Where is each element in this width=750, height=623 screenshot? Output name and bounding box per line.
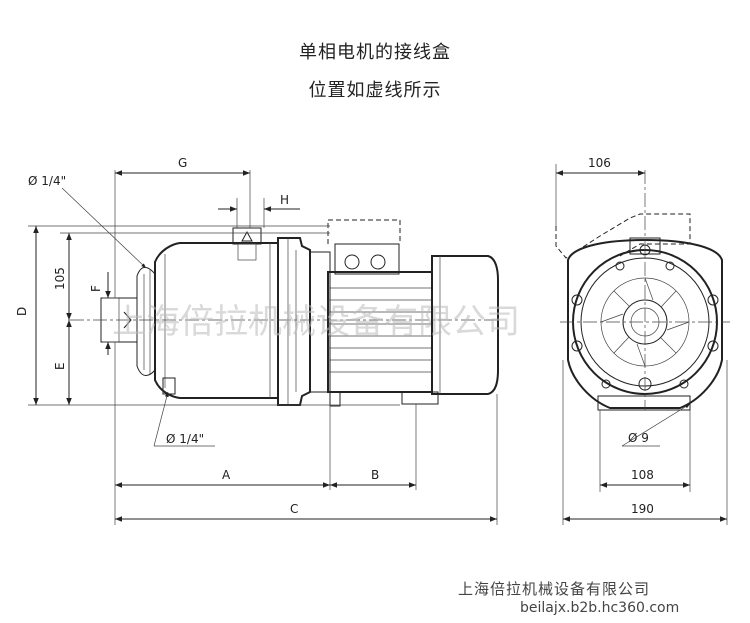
thread-top-label: Ø 1/4": [28, 174, 66, 188]
side-view-dimensions: G H D 105 E F Ø 1/4" Ø 1/4" A: [15, 156, 498, 525]
footer-url: beilajx.b2b.hc360.com: [520, 600, 680, 616]
front-view-dimensions: 106 Ø 9 108 190: [555, 156, 728, 525]
drawing-title-line2: 位置如虚线所示: [308, 80, 442, 101]
dim-105-label: 105: [53, 267, 67, 290]
dim-108-label: 108: [631, 468, 654, 482]
dim-190-label: 190: [631, 502, 654, 516]
dim-106-label: 106: [588, 156, 611, 170]
side-view: [70, 219, 500, 407]
motor-foot: [329, 391, 439, 407]
terminal-box: [327, 219, 401, 275]
front-view: [555, 170, 730, 411]
dim-h-label: H: [280, 193, 289, 207]
dim-f-label: F: [89, 285, 103, 292]
thread-bottom-label: Ø 1/4": [166, 432, 204, 446]
priming-plug: [232, 227, 262, 261]
watermark: 上海倍拉机械设备有限公司: [112, 302, 520, 342]
dim-d-label: D: [15, 307, 29, 316]
drain-plug: [162, 377, 176, 395]
dim-b-label: B: [371, 468, 379, 482]
motor-body: [309, 251, 499, 395]
dim-g-label: G: [178, 156, 187, 170]
dim-e-label: E: [53, 362, 67, 370]
footer-company-name: 上海倍拉机械设备有限公司: [458, 580, 651, 598]
drawing-title-line1: 单相电机的接线盒: [299, 42, 451, 63]
dim-c-label: C: [290, 502, 298, 516]
dim-a-label: A: [222, 468, 231, 482]
hole-diameter-label: Ø 9: [628, 431, 649, 445]
